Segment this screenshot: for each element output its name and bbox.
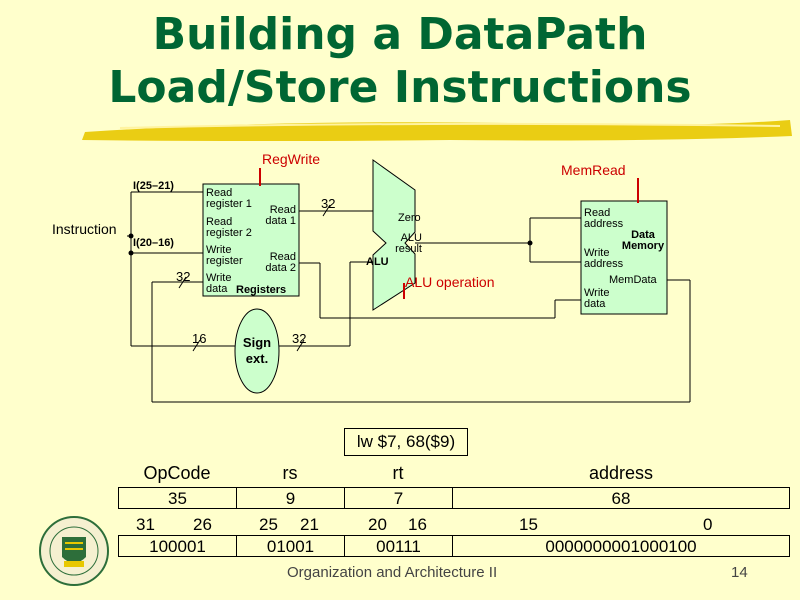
decimal-cell-rt: 7: [344, 487, 453, 509]
bit-index: 26: [193, 515, 212, 534]
field-header-address: address: [588, 463, 654, 483]
regwrite-label: RegWrite: [262, 151, 321, 167]
binary-cell-rs: 01001: [236, 535, 345, 557]
field-25-21-label: I(25–21): [133, 180, 174, 192]
binary-cell-opcode: 100001: [118, 535, 237, 557]
field-20-16-label: I(20–16): [133, 237, 174, 249]
field-header-opcode: OpCode: [143, 463, 211, 483]
binary-cell-rt: 00111: [344, 535, 453, 557]
bus-width-32-label: 32: [176, 269, 191, 284]
junction-dot: [128, 233, 134, 239]
slide-title-line2: Load/Store Instructions: [108, 62, 692, 113]
memread-label: MemRead: [561, 162, 626, 178]
bit-index: 21: [300, 515, 319, 534]
bus-width-32-label: 32: [292, 331, 307, 346]
registers-name-label: Registers: [236, 284, 287, 296]
mem-memdata-label: MemData: [609, 274, 657, 286]
bit-index: 25: [259, 515, 278, 534]
binary-cell-address: 0000000001000100: [452, 535, 790, 557]
footer-page-number: 14: [731, 564, 748, 581]
bit-index: 20: [368, 515, 387, 534]
registers-block: [202, 183, 300, 297]
data-memory-block: [580, 200, 668, 315]
footer-course: Organization and Architecture II: [287, 564, 498, 581]
alu-operation-label: ALU operation: [405, 274, 495, 290]
sign-extend-ellipse: [234, 308, 280, 394]
alu-name-label: ALU: [366, 256, 389, 268]
bit-index: 15: [519, 515, 538, 534]
junction-dot: [527, 240, 533, 246]
title-underline-highlight: [119, 122, 781, 129]
instruction-example-box: lw $7, 68($9): [344, 428, 468, 456]
bus-width-32-label: 32: [321, 196, 336, 211]
university-logo: [39, 516, 109, 586]
decimal-cell-opcode: 35: [118, 487, 237, 509]
alu-zero-label: Zero: [398, 212, 421, 224]
decimal-cell-address: 68: [452, 487, 790, 509]
junction-dot: [128, 250, 134, 256]
bit-index: 0: [703, 515, 713, 534]
instruction-label: Instruction: [52, 221, 117, 237]
field-header-rs: rs: [282, 463, 298, 483]
field-header-rt: rt: [392, 463, 404, 483]
slide-title-line1: Building a DataPath: [152, 9, 648, 60]
alu-shape: [372, 159, 416, 311]
bit-index: 16: [408, 515, 427, 534]
bit-index: 31: [136, 515, 155, 534]
decimal-cell-rs: 9: [236, 487, 345, 509]
bus-width-16-label: 16: [192, 331, 207, 346]
